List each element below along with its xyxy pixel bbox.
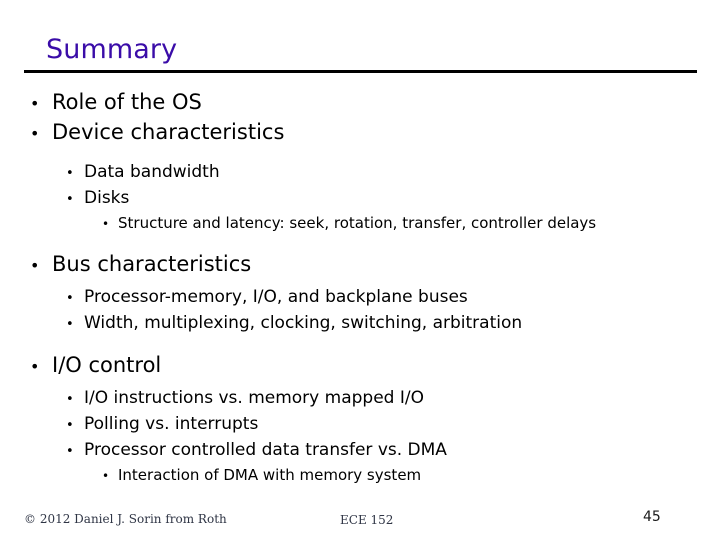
bullet-marker-icon: •: [66, 444, 74, 459]
spacer: [0, 236, 720, 250]
bullet-text: Disks: [84, 188, 130, 208]
bullet-text: Data bandwidth: [84, 162, 220, 182]
spacer: [0, 148, 720, 160]
bullet-marker-icon: •: [102, 469, 110, 483]
bullet-marker-icon: •: [66, 166, 74, 181]
bullet-text: Device characteristics: [52, 120, 285, 144]
bullet-text: Bus characteristics: [52, 252, 252, 276]
bullet-text: I/O control: [52, 353, 162, 377]
bullet-level1: • Device characteristics: [0, 118, 720, 148]
footer-page-number: 45: [643, 509, 661, 525]
bullet-level2: • Polling vs. interrupts: [0, 412, 720, 438]
bullet-level1: • I/O control: [0, 351, 720, 381]
bullet-level2: • Data bandwidth: [0, 160, 720, 186]
bullet-text: I/O instructions vs. memory mapped I/O: [84, 388, 424, 408]
bullet-marker-icon: •: [66, 392, 74, 407]
bullet-marker-icon: •: [66, 192, 74, 207]
bullet-text: Interaction of DMA with memory system: [118, 466, 422, 484]
bullet-level2: • Disks: [0, 186, 720, 212]
bullet-level3: • Structure and latency: seek, rotation,…: [0, 212, 720, 236]
footer-course-label: ECE 152: [340, 513, 394, 527]
bullet-level2: • Width, multiplexing, clocking, switchi…: [0, 311, 720, 337]
bullet-text: Processor-memory, I/O, and backplane bus…: [84, 287, 468, 307]
title-divider: [24, 70, 697, 73]
bullet-level2: • Processor-memory, I/O, and backplane b…: [0, 285, 720, 311]
bullet-marker-icon: •: [30, 124, 40, 143]
bullet-marker-icon: •: [66, 317, 74, 332]
bullet-text: Structure and latency: seek, rotation, t…: [118, 214, 597, 232]
bullet-marker-icon: •: [30, 357, 40, 376]
bullet-level1: • Bus characteristics: [0, 250, 720, 280]
spacer: [0, 337, 720, 351]
bullet-marker-icon: •: [102, 217, 110, 231]
bullet-marker-icon: •: [66, 291, 74, 306]
bullet-marker-icon: •: [66, 418, 74, 433]
bullet-text: Processor controlled data transfer vs. D…: [84, 440, 447, 460]
bullet-level2: • I/O instructions vs. memory mapped I/O: [0, 386, 720, 412]
bullet-marker-icon: •: [30, 256, 40, 275]
bullet-marker-icon: •: [30, 94, 40, 113]
bullet-level3: • Interaction of DMA with memory system: [0, 464, 720, 488]
slide-body: • Role of the OS • Device characteristic…: [0, 88, 720, 488]
bullet-text: Polling vs. interrupts: [84, 414, 259, 434]
bullet-text: Role of the OS: [52, 90, 202, 114]
page-title: Summary: [46, 34, 178, 65]
footer-copyright: © 2012 Daniel J. Sorin from Roth: [24, 512, 227, 526]
bullet-text: Width, multiplexing, clocking, switching…: [84, 313, 523, 333]
bullet-level2: • Processor controlled data transfer vs.…: [0, 438, 720, 464]
bullet-level1: • Role of the OS: [0, 88, 720, 118]
